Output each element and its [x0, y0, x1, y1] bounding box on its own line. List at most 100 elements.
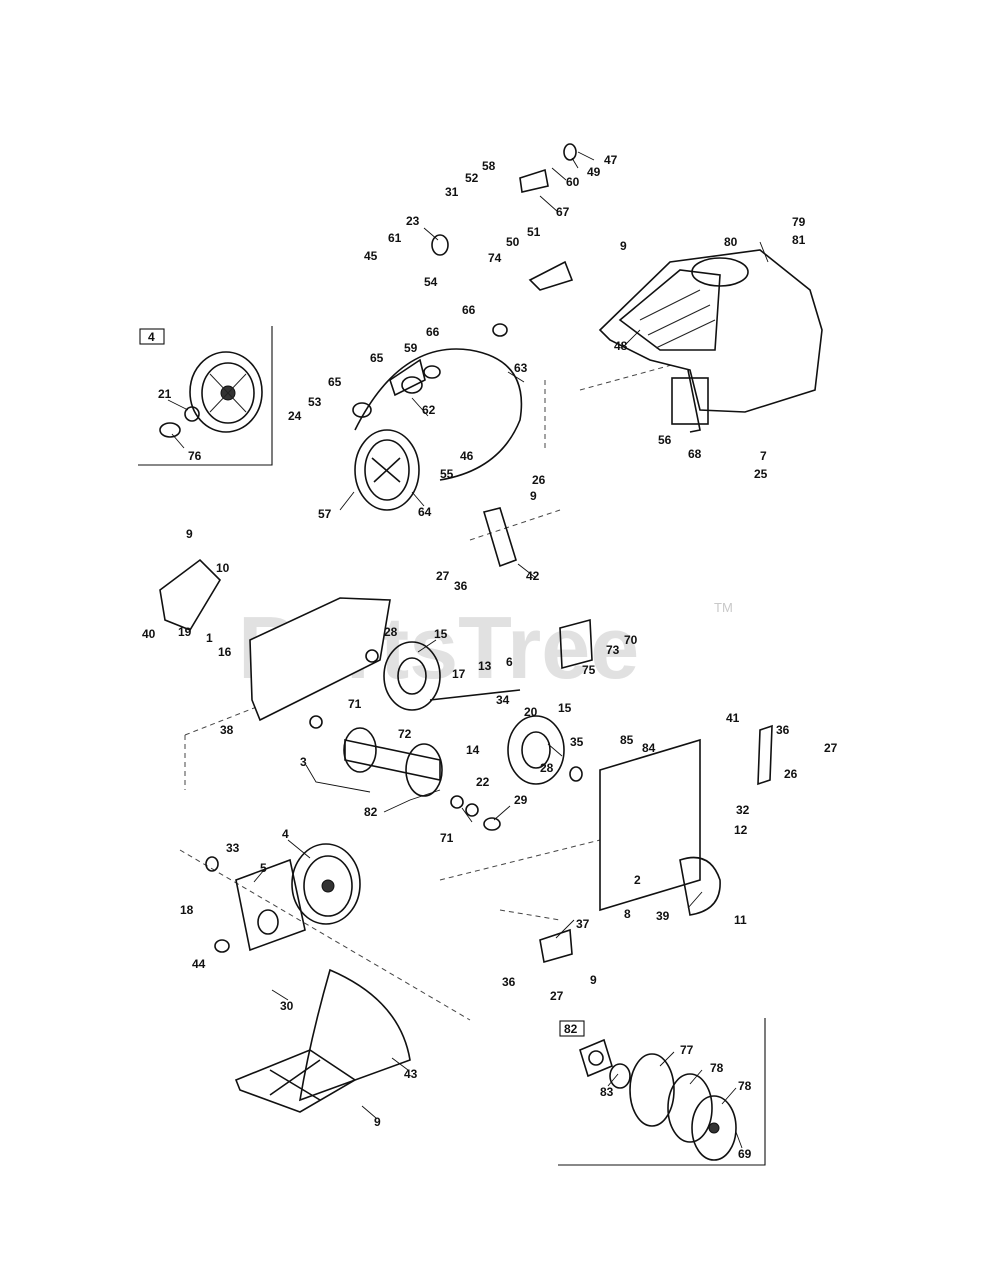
callout-label: 9 [590, 973, 597, 987]
callout-labels: 47 49 60 58 52 31 67 23 61 45 54 50 51 7… [142, 153, 838, 1161]
callout-label: 50 [506, 235, 520, 249]
callout-label: 60 [566, 175, 580, 189]
callout-label: 71 [440, 831, 454, 845]
callout-label: 26 [784, 767, 798, 781]
drive-inset-label: 82 [564, 1022, 578, 1036]
callout-label: 73 [606, 643, 620, 657]
callout-label: 32 [736, 803, 750, 817]
callout-label: 76 [188, 449, 202, 463]
belt-drive [352, 143, 577, 511]
callout-label: 46 [460, 449, 474, 463]
callout-label: 72 [398, 727, 412, 741]
callout-label: 20 [524, 705, 538, 719]
frame-assembly [159, 507, 773, 916]
callout-label: 21 [158, 387, 172, 401]
callout-label: 62 [422, 403, 436, 417]
callout-label: 17 [452, 667, 466, 681]
callout-label: 27 [824, 741, 838, 755]
callout-label: 26 [532, 473, 546, 487]
callout-label: 57 [318, 507, 332, 521]
callout-label: 65 [328, 375, 342, 389]
callout-label: 6 [506, 655, 513, 669]
callout-label: 67 [556, 205, 570, 219]
callout-label: 74 [488, 251, 502, 265]
callout-label: 36 [776, 723, 790, 737]
callout-label: 16 [218, 645, 232, 659]
callout-label: 41 [726, 711, 740, 725]
callout-label: 10 [216, 561, 230, 575]
gear-shaft-assembly [309, 641, 583, 831]
callout-label: 53 [308, 395, 322, 409]
callout-label: 28 [540, 761, 554, 775]
callout-label: 71 [348, 697, 362, 711]
pulley-inset-label-box [139, 328, 165, 345]
callout-label: 22 [476, 775, 490, 789]
callout-label: 9 [186, 527, 193, 541]
callout-label: 80 [724, 235, 738, 249]
callout-label: 37 [576, 917, 590, 931]
callout-label: 43 [404, 1067, 418, 1081]
callout-label: 42 [526, 569, 540, 583]
callout-label: 45 [364, 249, 378, 263]
callout-label: 8 [624, 907, 631, 921]
callout-label: 82 [364, 805, 378, 819]
callout-label: 58 [482, 159, 496, 173]
callout-label: 63 [514, 361, 528, 375]
callout-label: 27 [550, 989, 564, 1003]
callout-label: 48 [614, 339, 628, 353]
drive-inset-label-box [559, 1020, 585, 1037]
callout-label: 70 [624, 633, 638, 647]
callout-label: 52 [465, 171, 479, 185]
callout-label: 19 [178, 625, 192, 639]
callout-label: 59 [404, 341, 418, 355]
callout-label: 65 [370, 351, 384, 365]
callout-label: 85 [620, 733, 634, 747]
callout-label: 9 [620, 239, 627, 253]
callout-label: 68 [688, 447, 702, 461]
callout-label: 14 [466, 743, 480, 757]
callout-label: 34 [496, 693, 510, 707]
callout-label: 36 [502, 975, 516, 989]
callout-label: 66 [426, 325, 440, 339]
callout-label: 18 [180, 903, 194, 917]
callout-label: 2 [634, 873, 641, 887]
callout-label: 66 [462, 303, 476, 317]
callout-label: 9 [530, 489, 537, 503]
callout-label: 23 [406, 214, 420, 228]
callout-label: 15 [434, 627, 448, 641]
callout-label: 83 [600, 1085, 614, 1099]
callout-label: 30 [280, 999, 294, 1013]
callout-label: 35 [570, 735, 584, 749]
callout-label: 29 [514, 793, 528, 807]
callout-label: 38 [220, 723, 234, 737]
pulley-inset-label: 4 [148, 330, 155, 344]
callout-label: 81 [792, 233, 806, 247]
callout-label: 79 [792, 215, 806, 229]
lower-assembly [205, 843, 573, 1113]
callout-label: 61 [388, 231, 402, 245]
callout-label: 33 [226, 841, 240, 855]
callout-label: 77 [680, 1043, 694, 1057]
callout-label: 78 [738, 1079, 752, 1093]
engine-assembly [598, 249, 823, 433]
callout-label: 31 [445, 185, 459, 199]
callout-label: 25 [754, 467, 768, 481]
callout-label: 7 [760, 449, 767, 463]
pulley-inset: 4 [138, 326, 273, 466]
callout-label: 75 [582, 663, 596, 677]
callout-label: 9 [374, 1115, 381, 1129]
callout-label: 5 [260, 861, 267, 875]
callout-label: 11 [734, 913, 747, 927]
callout-label: 13 [478, 659, 492, 673]
callout-label: 47 [604, 153, 618, 167]
callout-label: 36 [454, 579, 468, 593]
callout-label: 49 [587, 165, 601, 179]
callout-label: 39 [656, 909, 670, 923]
callout-label: 69 [738, 1147, 752, 1161]
callout-label: 84 [642, 741, 656, 755]
drive-inset: 82 [558, 1018, 766, 1166]
callout-label: 24 [288, 409, 302, 423]
callout-label: 12 [734, 823, 748, 837]
callout-label: 3 [300, 755, 307, 769]
